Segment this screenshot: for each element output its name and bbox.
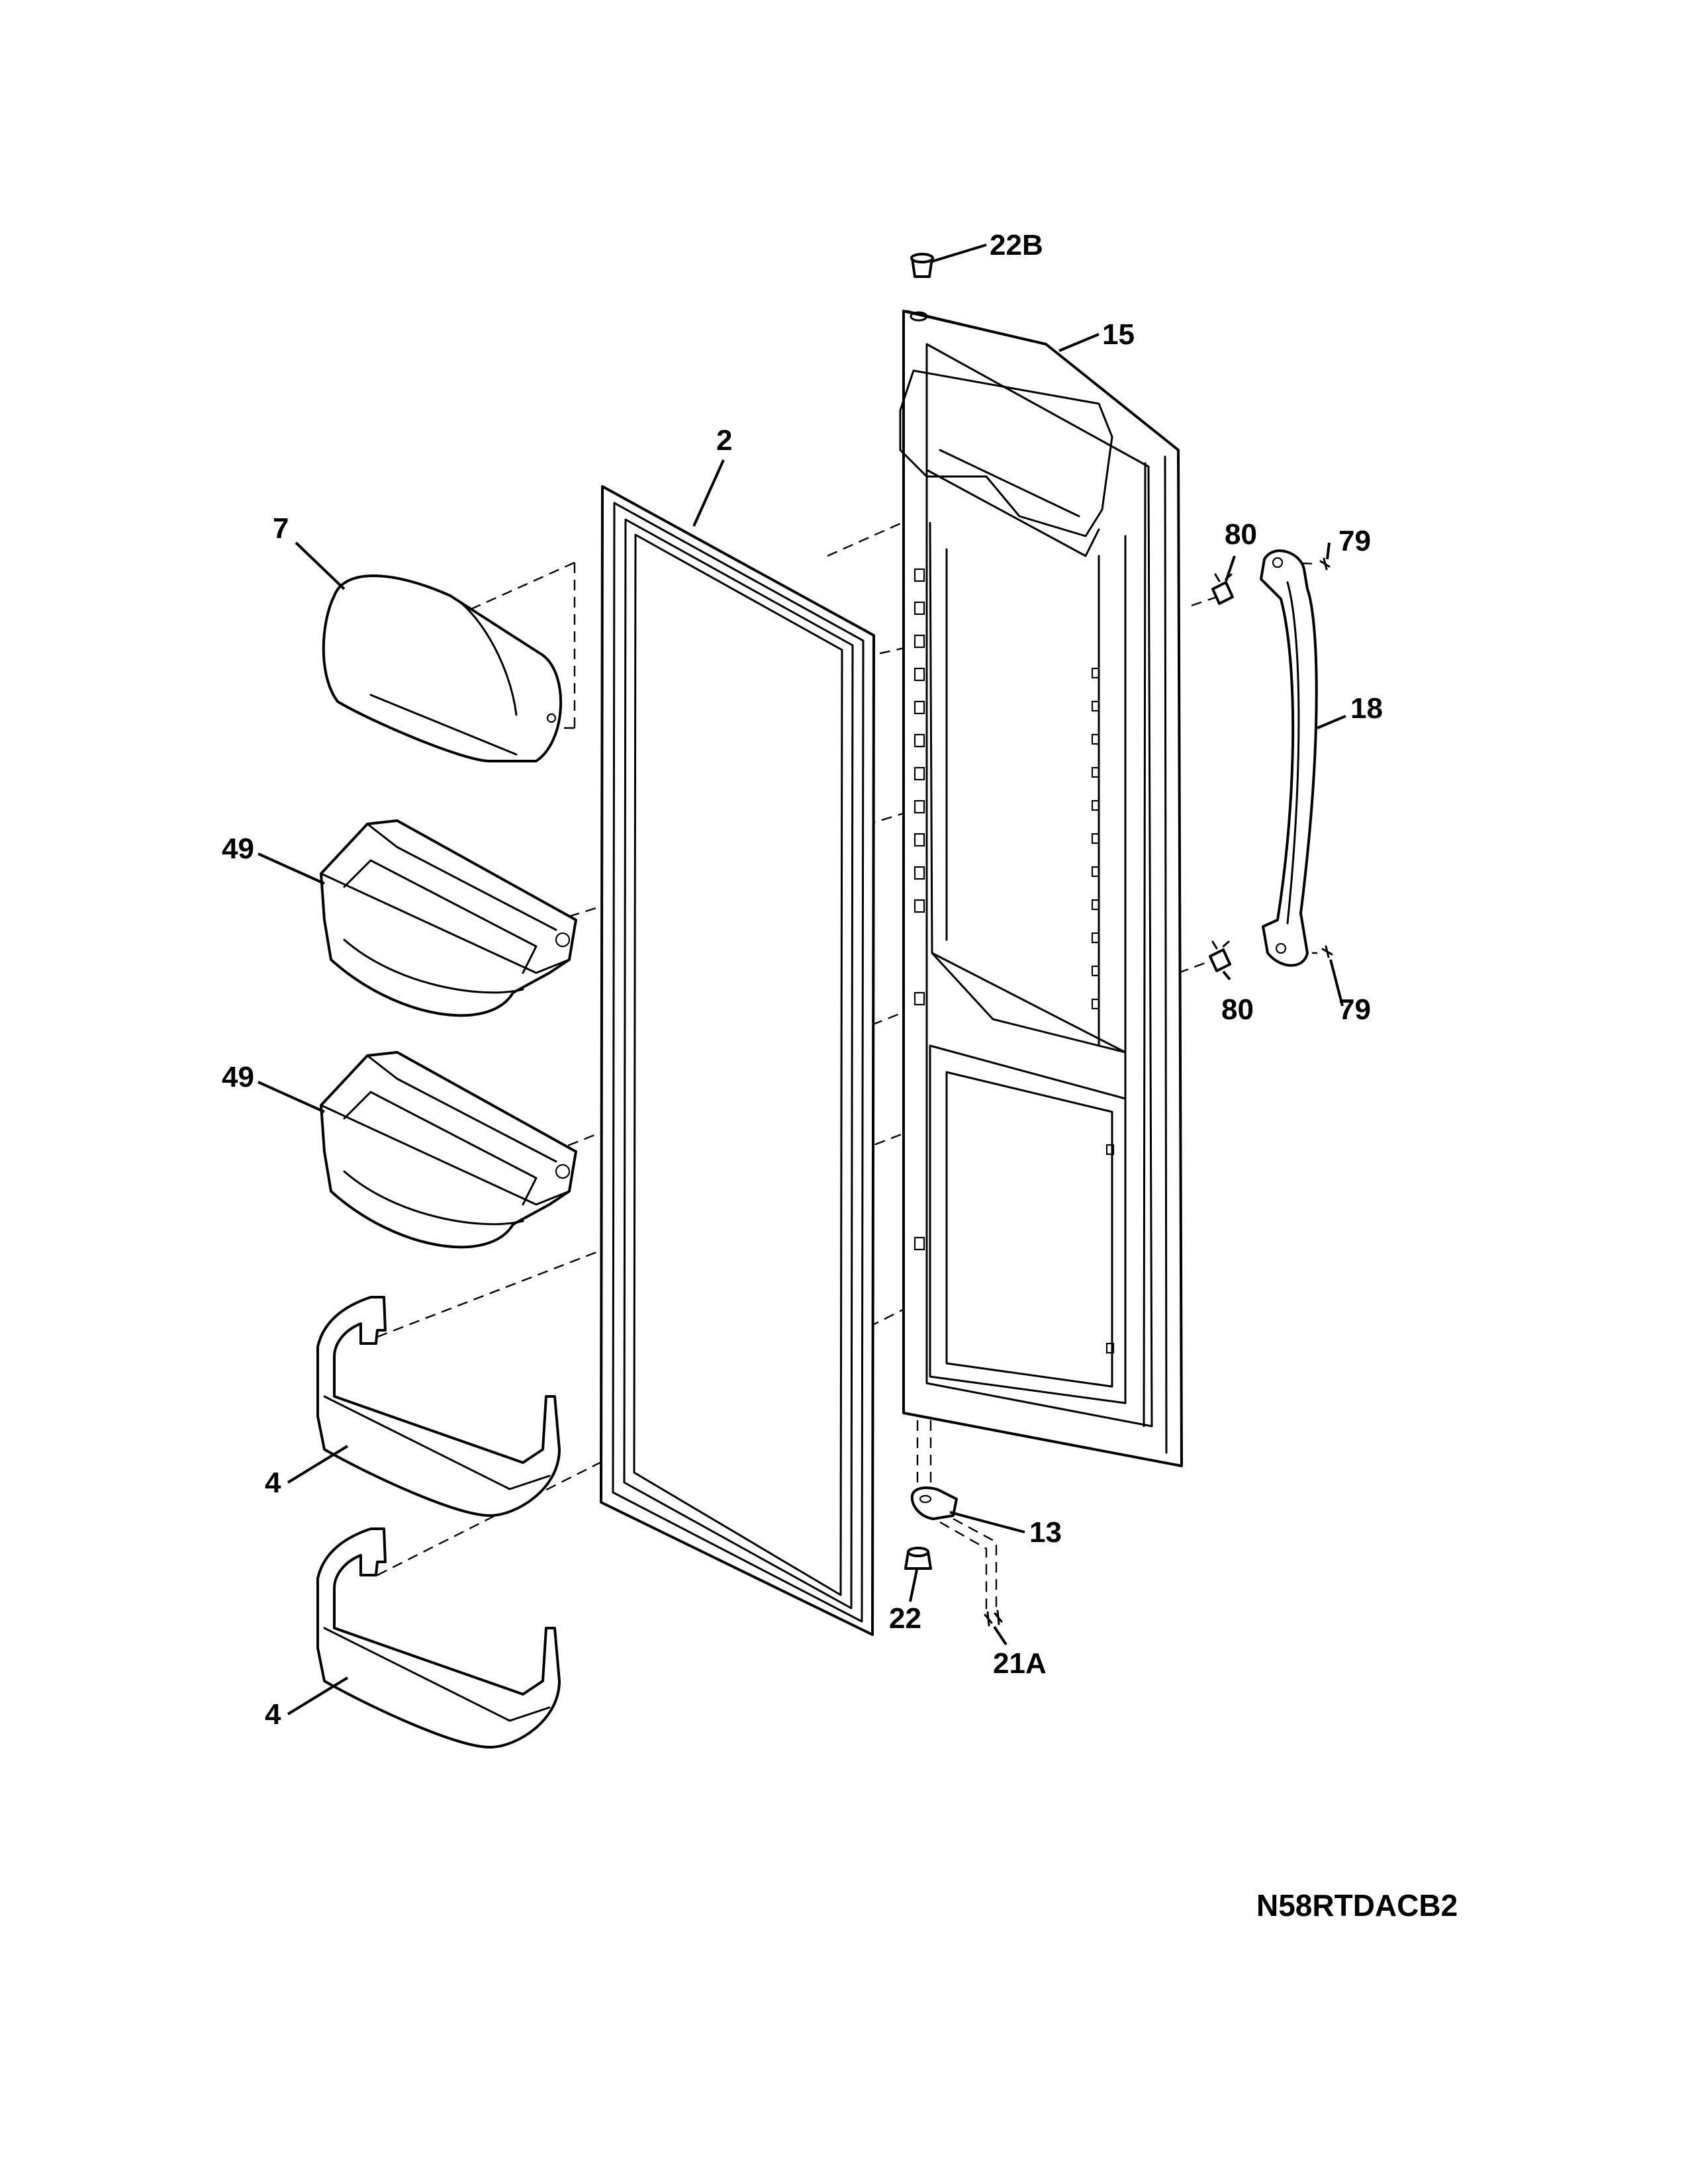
callout-49-upper: 49 bbox=[222, 833, 254, 865]
door-assembly bbox=[899, 310, 1183, 1467]
door-shelf-rail-upper bbox=[316, 1296, 561, 1517]
door-bin-upper bbox=[320, 819, 577, 1017]
door-shelf-rail-lower bbox=[316, 1527, 561, 1749]
top-hinge-bushing bbox=[910, 253, 934, 322]
callout-13: 13 bbox=[1029, 1516, 1062, 1549]
callout-22B: 22B bbox=[990, 229, 1043, 261]
dairy-compartment-door bbox=[322, 574, 563, 762]
callout-80-top: 80 bbox=[1225, 518, 1257, 551]
callout-80-bottom: 80 bbox=[1221, 993, 1254, 1026]
leader-lines bbox=[258, 244, 1346, 1715]
handle-screw-top bbox=[1319, 557, 1331, 570]
callout-49-lower: 49 bbox=[222, 1061, 254, 1093]
hinge-screws bbox=[984, 1610, 1003, 1627]
model-code: N58RTDACB2 bbox=[1256, 1888, 1458, 1923]
shelf-peg-column-left bbox=[914, 568, 925, 1251]
callout-2: 2 bbox=[716, 424, 732, 457]
callout-15: 15 bbox=[1102, 318, 1135, 351]
callout-7: 7 bbox=[273, 512, 289, 545]
door-handle bbox=[1260, 549, 1318, 967]
shelf-peg-column-right bbox=[1091, 667, 1115, 1354]
callout-79-bottom: 79 bbox=[1338, 993, 1371, 1026]
bottom-hinge-bushing bbox=[904, 1547, 932, 1570]
door-bin-lower bbox=[320, 1051, 577, 1249]
callout-4-lower: 4 bbox=[265, 1698, 281, 1731]
handle-screw-bottom bbox=[1321, 945, 1333, 958]
callout-22: 22 bbox=[889, 1602, 921, 1635]
door-gasket bbox=[600, 485, 875, 1636]
callout-79-top: 79 bbox=[1338, 525, 1371, 557]
callout-4-upper: 4 bbox=[265, 1467, 281, 1499]
mounting-stud-bottom bbox=[1209, 940, 1231, 972]
mounting-stud-top bbox=[1211, 573, 1234, 605]
callout-21A: 21A bbox=[993, 1647, 1047, 1680]
callout-18: 18 bbox=[1350, 692, 1383, 725]
callout-labels: 22B 15 2 7 80 79 18 49 49 80 79 4 4 13 2… bbox=[222, 229, 1383, 1731]
bottom-hinge bbox=[910, 1486, 958, 1520]
